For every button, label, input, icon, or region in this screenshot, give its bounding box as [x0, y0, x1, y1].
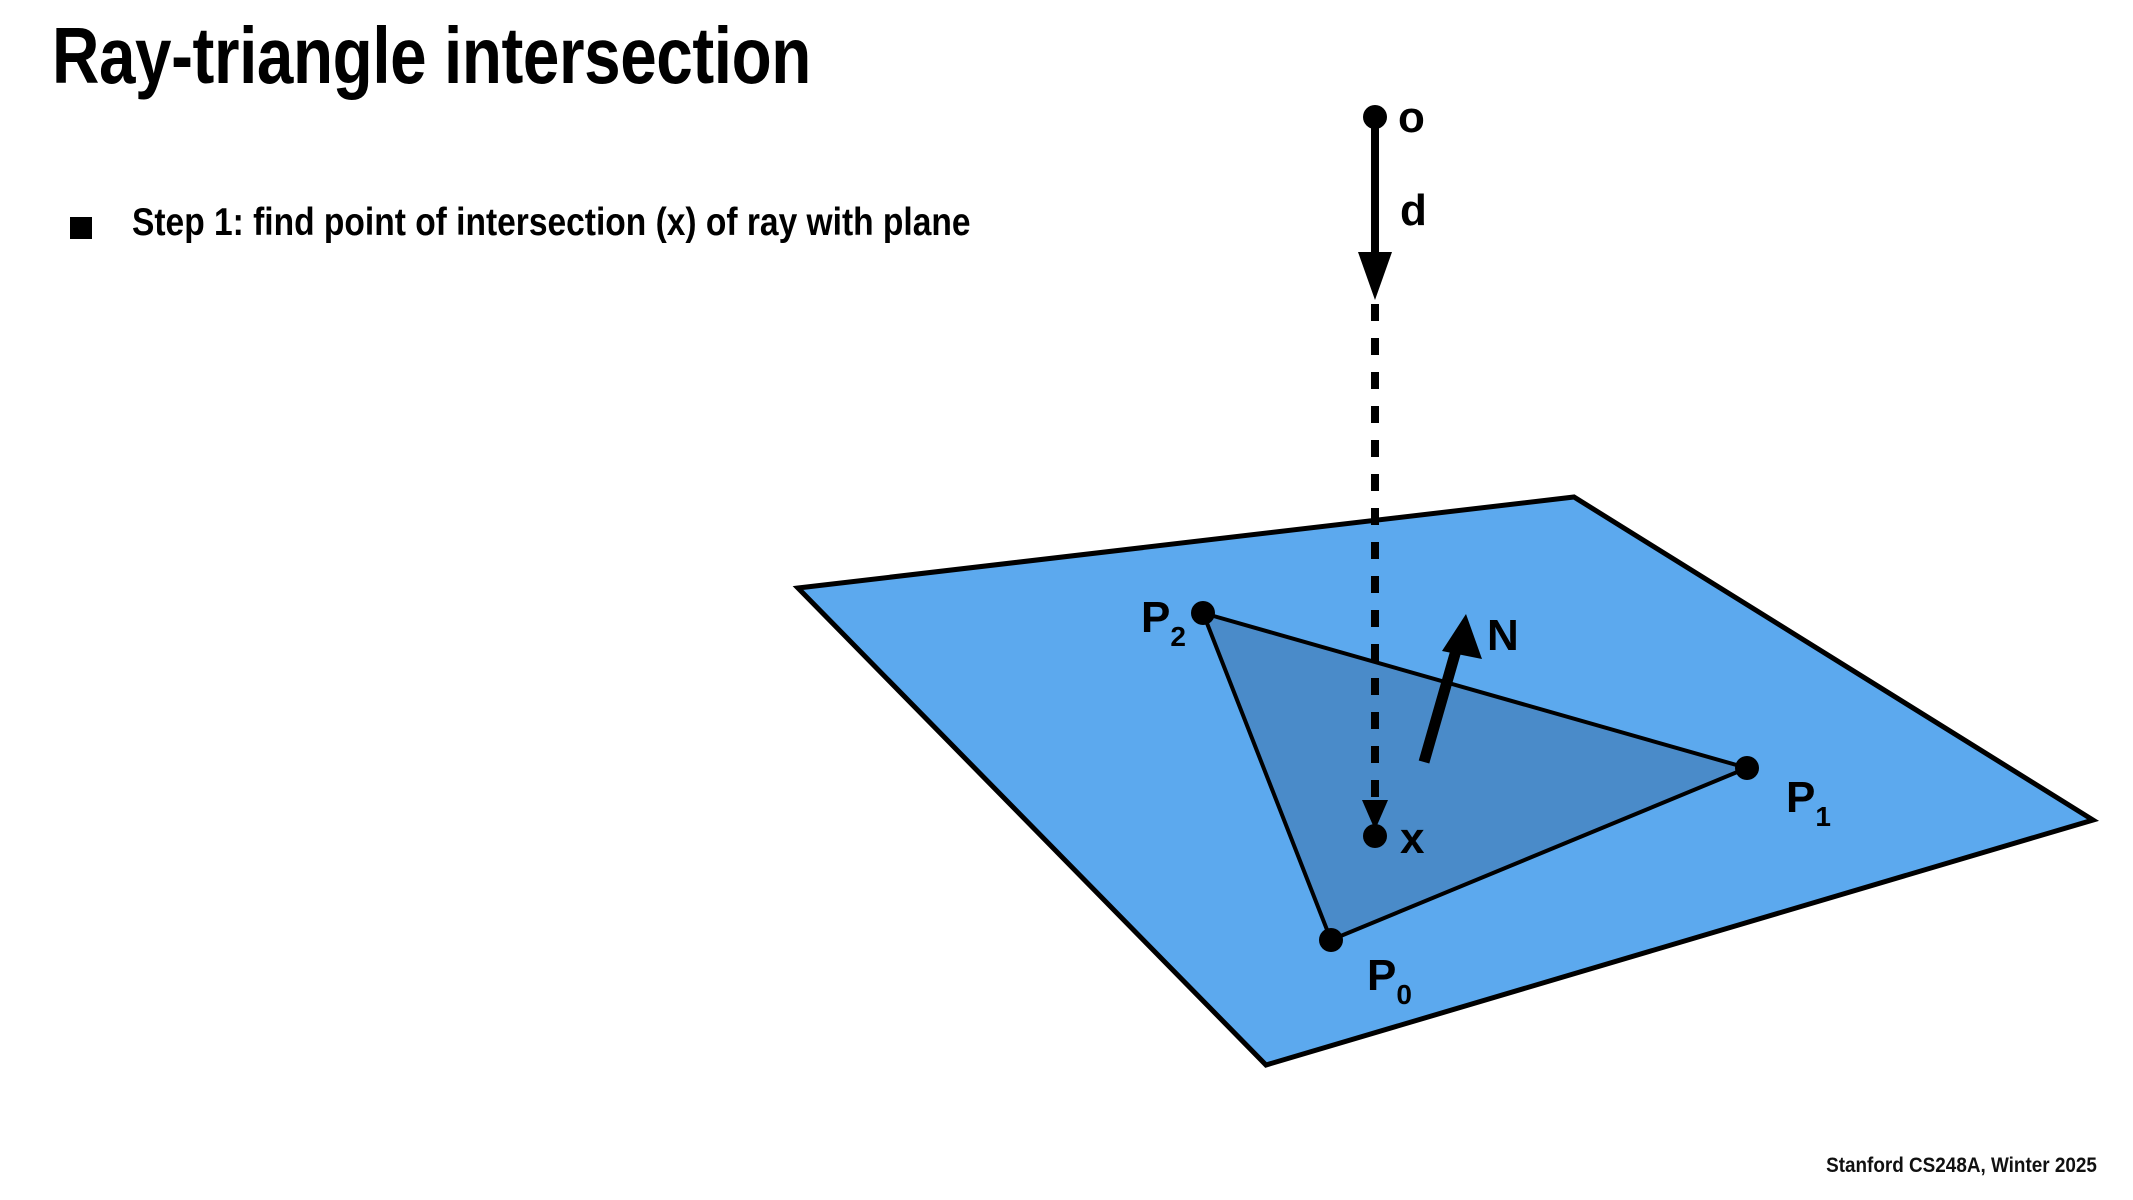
bullet-list-item: Step 1: find point of intersection (x) o… [70, 200, 1107, 247]
vertex-label-p1-base: P [1786, 773, 1815, 822]
normal-vector-arrowhead [1442, 614, 1482, 659]
square-bullet-icon [70, 217, 92, 239]
ray-direction-arrowhead [1358, 252, 1392, 300]
ray-origin-dot [1363, 105, 1387, 129]
page-title: Ray-triangle intersection [52, 11, 811, 100]
vertex-label-p1-subscript: 1 [1815, 801, 1831, 832]
vertex-label-p2-base: P [1141, 593, 1170, 642]
slide-footer: Stanford CS248A, Winter 2025 [1826, 1154, 2097, 1177]
normal-vector-label: N [1487, 611, 1519, 660]
vertex-label-p0-subscript: 0 [1396, 979, 1412, 1010]
ray-intersection-arrowhead [1362, 800, 1388, 830]
ray-direction-label: d [1400, 186, 1427, 235]
vertex-label-p0: P0 [1367, 951, 1412, 1010]
vertex-dot-p0 [1319, 928, 1343, 952]
normal-vector-shaft [1418, 638, 1465, 764]
intersection-point-label: x [1400, 814, 1425, 863]
intersection-point-dot [1363, 824, 1387, 848]
vertex-label-p1: P1 [1786, 773, 1831, 832]
vertex-label-p2-subscript: 2 [1170, 621, 1186, 652]
vertex-label-p2: P2 [1141, 593, 1186, 652]
vertex-dot-p1 [1735, 756, 1759, 780]
vertex-dot-p2 [1191, 601, 1215, 625]
vertex-label-p0-base: P [1367, 951, 1396, 1000]
ray-origin-label: o [1398, 93, 1425, 142]
triangle-polygon [1199, 609, 1754, 943]
bullet-item-label: Step 1: find point of intersection (x) o… [132, 201, 971, 244]
